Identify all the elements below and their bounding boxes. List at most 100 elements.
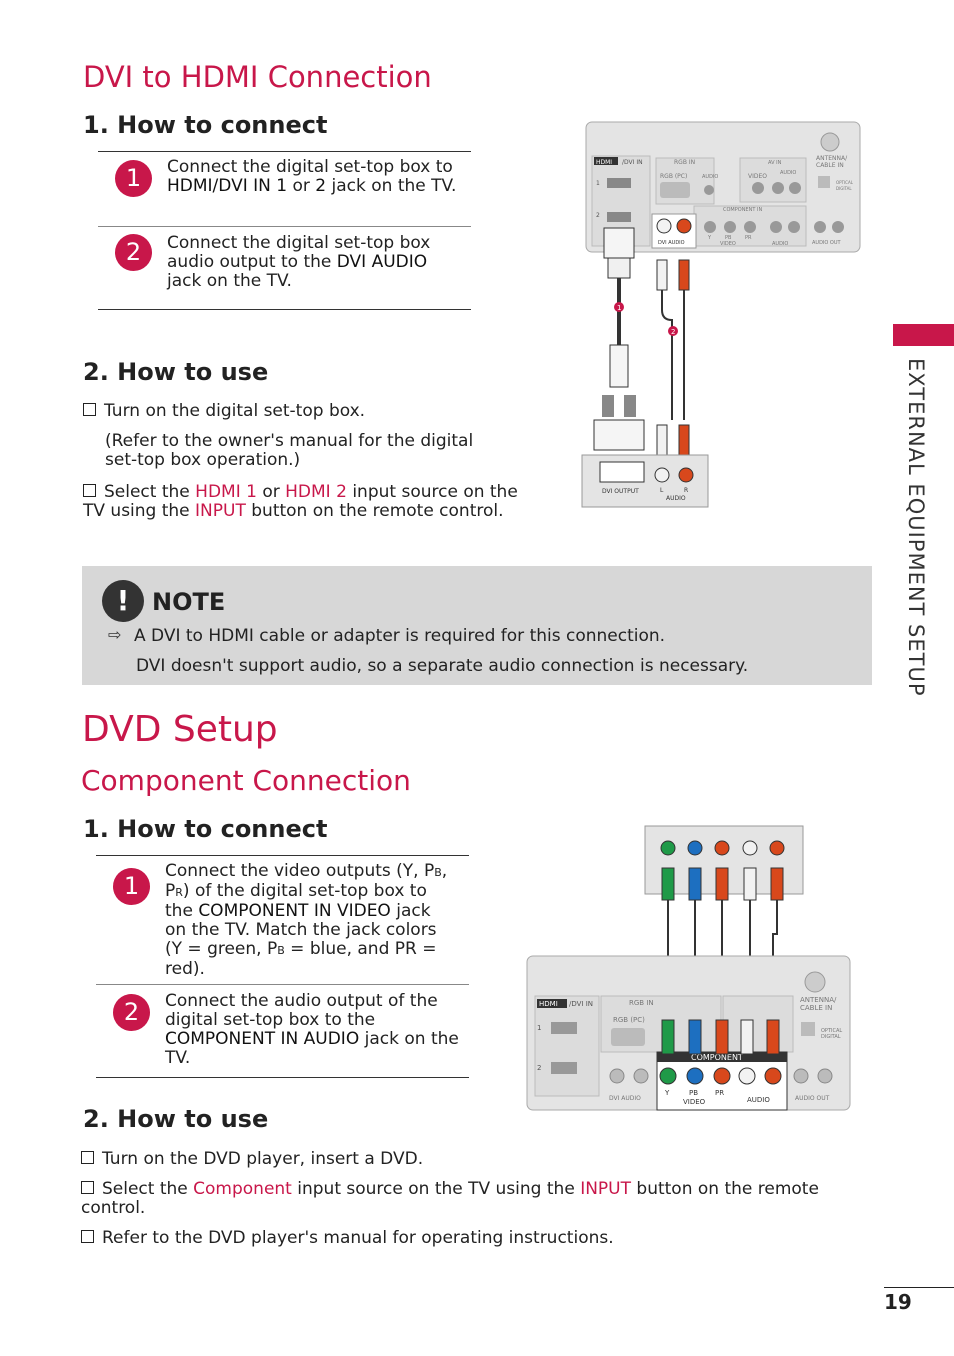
dvi-output-label: DVI OUTPUT <box>602 488 639 495</box>
component-step1-text: Connect the video outputs (Y, PB, PR) of… <box>165 861 448 979</box>
dvi-audio-r-jack <box>676 218 692 234</box>
av-in-panel <box>722 995 794 1053</box>
hdmi-dvi-in-label: /DVI IN <box>622 159 643 166</box>
device-audio-l-jack <box>654 467 670 483</box>
marker-2-icon <box>668 326 678 336</box>
pr-label: PR <box>715 1089 724 1097</box>
checkbox-icon <box>81 1151 94 1164</box>
dvi-audio-r-jack <box>633 1068 649 1084</box>
rgb-audio-jack <box>704 185 714 195</box>
tv-pr-jack <box>713 1067 731 1085</box>
tv-pb-jack <box>686 1067 704 1085</box>
rgb-pc-label: RGB (PC) <box>613 1016 645 1024</box>
hdmi-plug <box>603 227 635 259</box>
step-number-1: 1 <box>113 868 150 905</box>
how-to-use-heading-2: 2. How to use <box>83 1105 269 1133</box>
white-rca-plug-device <box>656 424 668 456</box>
divider <box>98 226 471 227</box>
divider <box>98 309 471 310</box>
how-to-connect-heading: 1. How to connect <box>83 111 328 139</box>
note-line-2: DVI doesn't support audio, so a separate… <box>136 656 749 676</box>
hdmi-port-2 <box>607 212 631 222</box>
bullet-select-component: Select the Component input source on the… <box>81 1179 819 1218</box>
rgb-port <box>660 182 690 198</box>
bullet-turn-on: Turn on the digital set-top box. <box>83 402 365 421</box>
video-label: VIDEO <box>683 1098 706 1106</box>
antenna-label: ANTENNA/ <box>816 155 848 162</box>
pb-label: PB <box>725 235 732 241</box>
checkbox-icon <box>81 1230 94 1243</box>
divider <box>96 984 469 985</box>
dvi-audio-label: DVI AUDIO <box>658 240 685 246</box>
component-audio-l-jack <box>770 221 782 233</box>
dvd-y-jack <box>660 840 676 856</box>
step-number-2: 2 <box>113 994 150 1031</box>
dvd-pb-jack <box>687 840 703 856</box>
hdmi-port-1 <box>607 178 631 188</box>
device-r-label: R <box>684 487 688 494</box>
how-to-use-heading: 2. How to use <box>83 358 269 386</box>
av-video-jack <box>752 182 764 194</box>
audio-label: AUDIO <box>780 170 796 176</box>
note-box: ! NOTE ⇨ A DVI to HDMI cable or adapter … <box>82 566 872 685</box>
white-rca-plug <box>656 259 668 291</box>
component-in-label: COMPONENT IN <box>723 207 762 213</box>
divider <box>96 855 469 856</box>
dvd-audio-r-jack <box>769 840 785 856</box>
component-connection-title: Component Connection <box>81 764 411 797</box>
port-2-label: 2 <box>596 212 600 219</box>
optical-port <box>801 1022 815 1036</box>
port-1-label: 1 <box>596 180 600 187</box>
dvi-screw-right <box>624 395 636 417</box>
component-header <box>657 1052 787 1062</box>
dvi-hdmi-connection-diagram: HDMI /DVI IN 1 2 RGB IN RGB (PC) AUDIO A… <box>581 121 861 508</box>
checkbox-icon <box>81 1181 94 1194</box>
tv-y-jack <box>659 1067 677 1085</box>
component-video-label: VIDEO <box>720 241 736 247</box>
component-step2-text: Connect the audio output of the digital … <box>165 991 459 1068</box>
audio-cable-white <box>661 267 673 420</box>
white-plug-top <box>743 867 757 901</box>
section-title-dvd: DVD Setup <box>82 709 278 750</box>
tv-audio-l-jack <box>738 1067 756 1085</box>
blue-plug-top <box>688 867 702 901</box>
white-plug-bottom <box>740 1019 754 1055</box>
digital-label: DIGITAL <box>836 186 852 191</box>
antenna-jack <box>804 971 826 993</box>
dvi-connector <box>593 419 645 451</box>
red-plug-top <box>715 867 729 901</box>
blue-plug-bottom <box>688 1019 702 1055</box>
red-rca-plug <box>678 259 690 291</box>
rgb-in-label: RGB IN <box>674 159 695 166</box>
dvi-screw-left <box>602 395 614 417</box>
arrow-icon: ⇨ <box>108 625 122 644</box>
note-line-1: A DVI to HDMI cable or adapter is requir… <box>134 626 666 646</box>
rgb-port <box>611 1028 645 1046</box>
page-number-rule <box>884 1287 954 1288</box>
hdmi-plug-collar <box>607 257 631 279</box>
green-plug-bottom <box>661 1019 675 1055</box>
optical-port <box>818 176 830 188</box>
component-label: COMPONENT <box>691 1053 743 1062</box>
hdmi-dvi-in-label: /DVI IN <box>569 1000 593 1008</box>
audio-out-l-jack <box>814 221 826 233</box>
page-number: 19 <box>884 1290 912 1314</box>
bullet-select-input: Select the HDMI 1 or HDMI 2 input source… <box>83 482 518 521</box>
hdmi-logo-text: HDMI <box>596 159 612 166</box>
pb-label: PB <box>689 1089 698 1097</box>
marker-1: 1 <box>617 304 621 312</box>
video-label: VIDEO <box>748 173 767 180</box>
sidebar-section-label: EXTERNAL EQUIPMENT SETUP <box>904 358 928 697</box>
sidebar-accent <box>893 324 954 346</box>
component-audio-label: AUDIO <box>772 241 788 247</box>
checkbox-icon <box>83 403 96 416</box>
dvi-output-port <box>599 461 645 483</box>
y-label: Y <box>707 235 712 241</box>
red-plug-bottom <box>715 1019 729 1055</box>
checkbox-icon <box>83 484 96 497</box>
marker-1-icon <box>614 302 624 312</box>
rgb-audio-label: AUDIO <box>702 174 718 180</box>
rgb-in-label: RGB IN <box>629 999 654 1007</box>
component-audio-r-jack <box>788 221 800 233</box>
hdmi-logo-text: HDMI <box>539 1000 558 1008</box>
